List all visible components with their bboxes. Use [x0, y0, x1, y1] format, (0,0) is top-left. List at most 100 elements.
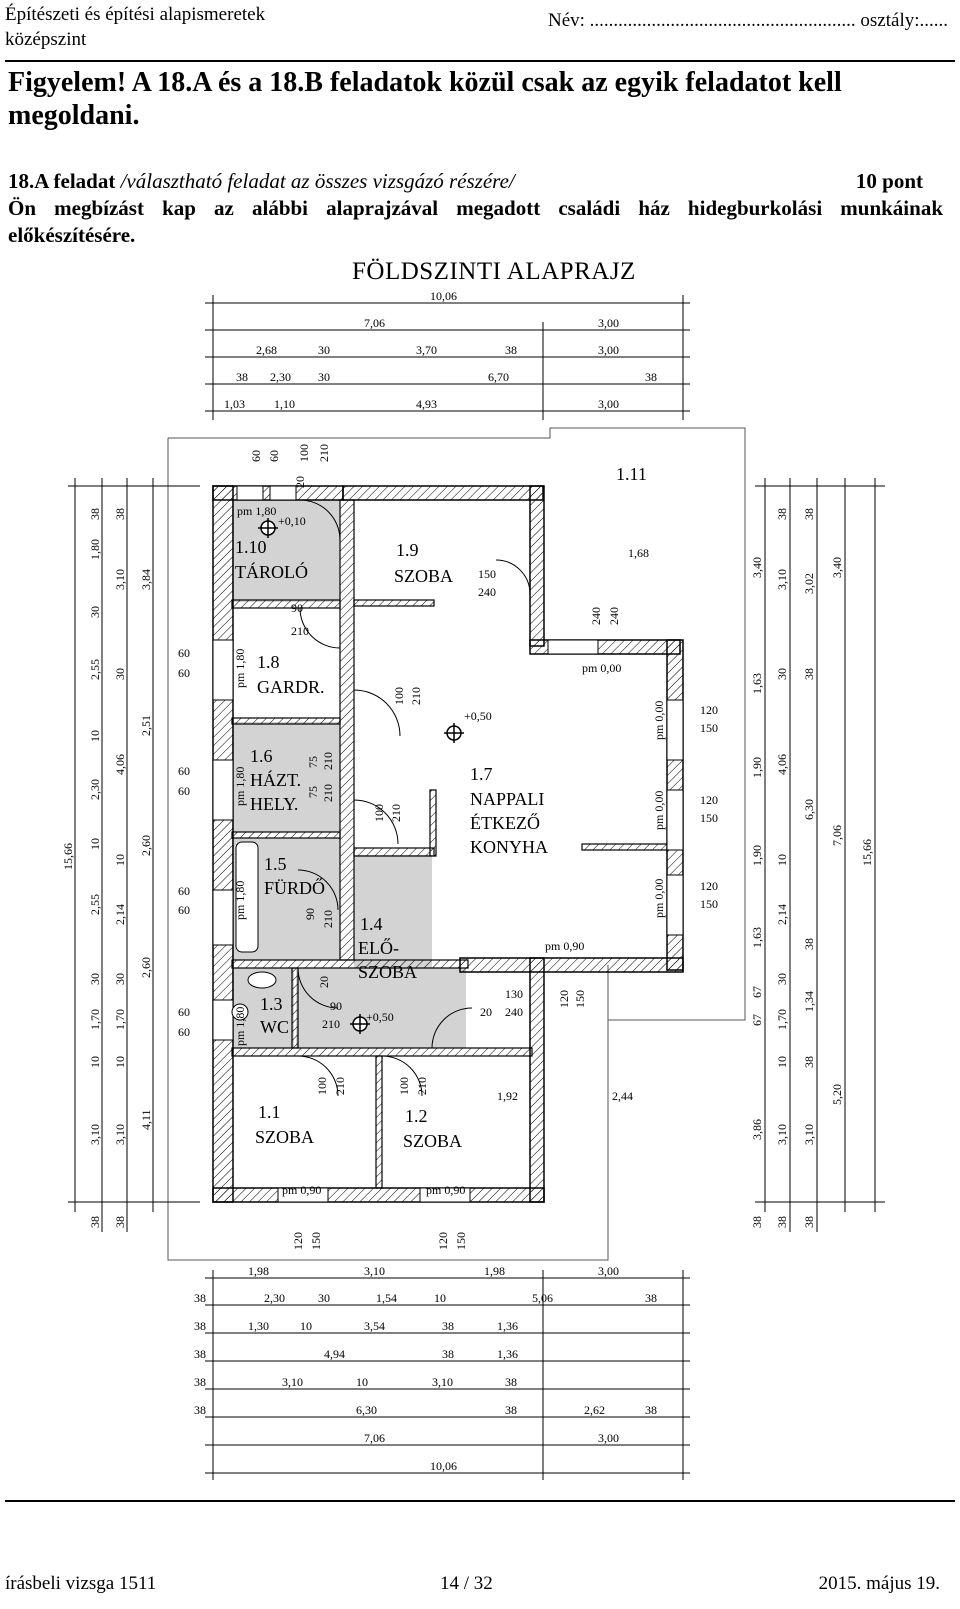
top-dimension-values: 10,06 7,06 3,00 2,68 30 3,70 38 3,00 38 …	[224, 289, 657, 411]
dim-right-1a: 3,40	[750, 557, 764, 578]
open-60-t2: 60	[267, 450, 281, 462]
open-120-b: 120	[700, 793, 718, 807]
open-150-g: 150	[454, 1232, 468, 1250]
open-20-a: 20	[480, 1005, 492, 1019]
page-header: Építészeti és építési alapismeretek közé…	[0, 0, 960, 62]
dim-top-3b: 30	[318, 343, 330, 357]
open-100-b: 100	[392, 687, 406, 705]
dim-bot-8a: 10,06	[430, 1459, 457, 1473]
dim-bot-1d: 3,00	[598, 1264, 619, 1278]
room-1-4-name1: ELŐ-	[358, 937, 399, 958]
dim-bot-2b: 2,30	[264, 1291, 285, 1305]
dim-top-2a: 7,06	[364, 316, 385, 330]
top-dimension-lines	[205, 295, 690, 420]
dim-right-5a: 15,66	[860, 839, 874, 866]
dim-left-3f: 2,14	[113, 904, 127, 925]
warning-text: Figyelem! A 18.A és a 18.B feladatok köz…	[8, 67, 842, 131]
room-1-3-number: 1.3	[260, 994, 283, 1014]
dim-right-2h: 1,70	[775, 1009, 789, 1030]
open-100-c: 100	[372, 804, 386, 822]
dim-top-3e: 3,00	[598, 343, 619, 357]
dim-left-2a: 38	[88, 508, 102, 520]
dim-left-2b: 1,80	[88, 539, 102, 560]
open-150-e: 150	[573, 990, 587, 1008]
room-1-8-name: GARDR.	[257, 677, 325, 697]
open-60-l1: 60	[178, 646, 190, 660]
room-1-6-name1: HÁZT.	[250, 769, 301, 790]
room-1-7-name3: KONYHA	[470, 837, 548, 857]
site-outline	[167, 427, 746, 1261]
open-210-t: 210	[317, 444, 331, 462]
dim-bot-2a: 38	[194, 1291, 206, 1305]
dim-top-4a: 38	[236, 370, 248, 384]
dim-top-5d: 3,00	[598, 397, 619, 411]
room-1-5-number: 1.5	[264, 854, 287, 874]
room-1-11-number: 1.11	[616, 464, 647, 484]
dim-bot-6d: 2,62	[584, 1403, 605, 1417]
dim-bot-6b: 6,30	[356, 1403, 377, 1417]
task-intro: Ön megbízást kap az alábbi alaprajzával …	[8, 196, 943, 247]
dim-bot-3e: 38	[442, 1319, 454, 1333]
open-240-d: 240	[607, 607, 621, 625]
dim-bot-1b: 3,10	[364, 1264, 385, 1278]
footer-page-number: 14 / 32	[440, 1573, 493, 1594]
open-120-f: 120	[436, 1232, 450, 1250]
dim-right-1h: 3,86	[750, 1119, 764, 1140]
open-150-b: 150	[700, 721, 718, 735]
room-1-9-number: 1.9	[396, 540, 419, 560]
dim-bot-3f: 1,36	[497, 1319, 518, 1333]
dim-bot-7a: 7,06	[364, 1431, 385, 1445]
room-1-2-name: SZOBA	[403, 1131, 462, 1151]
dim-left-4b: 2,51	[139, 715, 153, 736]
floor-1-7-w2: pm 0,00	[652, 791, 666, 830]
dim-bot-3c: 10	[300, 1319, 312, 1333]
open-60-l2: 60	[178, 666, 190, 680]
dim-top-2b: 3,00	[598, 316, 619, 330]
open-75-b: 75	[306, 786, 320, 798]
dim-right-3f: 1,34	[802, 991, 816, 1012]
dim-left-3k: 38	[113, 1216, 127, 1228]
open-210-a: 210	[291, 624, 309, 638]
footer-rule	[5, 1500, 955, 1502]
open-120-c: 120	[700, 879, 718, 893]
dim-bot-6e: 38	[645, 1403, 657, 1417]
open-210-b: 210	[322, 1017, 340, 1031]
floor-1-7-w3: pm 0,00	[652, 879, 666, 918]
open-210-f: 210	[321, 784, 335, 802]
footer-date: 2015. május 19.	[818, 1573, 940, 1594]
open-210-e: 210	[321, 752, 335, 770]
floor-1-1: pm 0,90	[282, 1183, 321, 1197]
task-heading: 18.A feladat /választható feladat az öss…	[8, 168, 943, 195]
open-120-d: 120	[557, 990, 571, 1008]
dim-left-4c: 2,60	[139, 835, 153, 856]
dim-right-2i: 10	[775, 1056, 789, 1068]
dim-right-1f: 67	[750, 986, 764, 998]
dim-top-1: 10,06	[430, 289, 457, 303]
dim-left-2k: 10	[88, 1056, 102, 1068]
open-210-d: 210	[389, 804, 403, 822]
room-1-7-name1: NAPPALI	[470, 789, 544, 809]
dim-left-2m: 38	[88, 1216, 102, 1228]
left-dimension-values: 15,66 38 1,80 30 2,55 10 2,30 10 2,55 30…	[61, 508, 153, 1228]
dim-bot-5c: 10	[356, 1375, 368, 1389]
subject-line-1: Építészeti és építési alapismeretek	[5, 4, 266, 25]
level-markers	[258, 518, 464, 1034]
open-210-c: 210	[409, 687, 423, 705]
dim-left-4d: 2,60	[139, 957, 153, 978]
dim-right-3b: 3,02	[802, 573, 816, 594]
dim-right-3c: 38	[802, 668, 816, 680]
dim-bot-5a: 38	[194, 1375, 206, 1389]
dim-top-5a: 1,03	[224, 397, 245, 411]
dim-right-3d: 6,30	[802, 799, 816, 820]
left-dimension-lines	[68, 478, 200, 1232]
open-75-a: 75	[306, 756, 320, 768]
dim-left-2h: 2,55	[88, 894, 102, 915]
dim-right-4c: 5,20	[830, 1084, 844, 1105]
open-60-l8: 60	[178, 1025, 190, 1039]
open-60-l7: 60	[178, 1005, 190, 1019]
dim-left-1: 15,66	[61, 843, 75, 870]
dim-top-5c: 4,93	[416, 397, 437, 411]
open-90-a: 90	[291, 601, 303, 615]
door-swings	[297, 499, 531, 1097]
dim-right-4a: 3,40	[830, 557, 844, 578]
